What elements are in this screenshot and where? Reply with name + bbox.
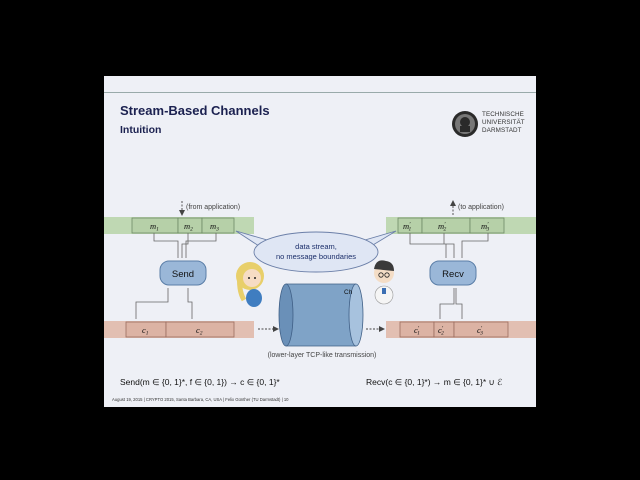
bob-avatar-icon <box>374 260 394 305</box>
data-stream-bubble <box>253 231 379 273</box>
recv-label: Recv <box>442 269 464 280</box>
ct-c3-prime: c′3 <box>477 325 483 337</box>
msg-m2: m2 <box>184 221 193 233</box>
slide-footer: August 19, 2015 | CRYPTO 2015, Santa Bar… <box>112 397 289 402</box>
send-formula: Send(m ∈ {0, 1}*, f ∈ {0, 1}) → c ∈ {0, … <box>120 377 280 387</box>
slide-subtitle: Intuition <box>120 124 162 136</box>
msg-m3: m3 <box>210 221 219 233</box>
slide-title: Stream-Based Channels <box>120 103 270 118</box>
msg-m2-prime: m′2 <box>438 221 446 233</box>
slide: Stream-Based Channels Intuition TECHNISC… <box>104 76 536 407</box>
sender-ciphertext-boxes <box>125 321 235 338</box>
ct-c2: c2 <box>196 325 203 337</box>
channel-cylinder <box>278 283 364 347</box>
send-input-arrows <box>153 233 217 258</box>
msg-m1-prime: m′1 <box>403 221 411 233</box>
logo-line: UNIVERSITÄT <box>482 119 525 126</box>
from-app-label: (from application) <box>186 204 240 211</box>
bubble-line-2: no message boundaries <box>276 252 356 261</box>
header-rule <box>104 92 536 93</box>
sender-message-boxes <box>131 217 235 234</box>
university-logo-text: TECHNISCHE UNIVERSITÄT DARMSTADT <box>482 111 525 135</box>
send-label: Send <box>172 269 194 280</box>
send-output-arrows <box>135 288 193 319</box>
receiver-message-boxes <box>397 217 505 234</box>
recv-formula: Recv(c ∈ {0, 1}*) → m ∈ {0, 1}* ∪ ℰ <box>366 377 503 387</box>
logo-line: TECHNISCHE <box>482 111 524 118</box>
stream-channel-diagram: (from application) (to application) m1 m… <box>104 200 536 359</box>
recv-process <box>429 260 477 286</box>
receiver-ciphertext-boxes <box>399 321 509 338</box>
to-app-label: (to application) <box>458 204 504 211</box>
ct-c1-prime: c′1 <box>414 325 420 337</box>
send-process <box>159 260 207 286</box>
channel-label: Ch <box>344 289 353 296</box>
transport-label: (lower-layer TCP-like transmission) <box>268 352 377 359</box>
ct-c1: c1 <box>142 325 149 337</box>
logo-line: DARMSTADT <box>482 127 522 134</box>
ct-c2-prime: c′2 <box>438 325 444 337</box>
msg-m1: m1 <box>150 221 159 233</box>
msg-m3-prime: m′3 <box>481 221 489 233</box>
bubble-line-1: data stream, <box>295 242 337 251</box>
seal-icon <box>452 111 478 137</box>
recv-input-arrows <box>439 288 463 319</box>
recv-output-arrows <box>409 233 489 258</box>
alice-avatar-icon <box>236 262 264 307</box>
